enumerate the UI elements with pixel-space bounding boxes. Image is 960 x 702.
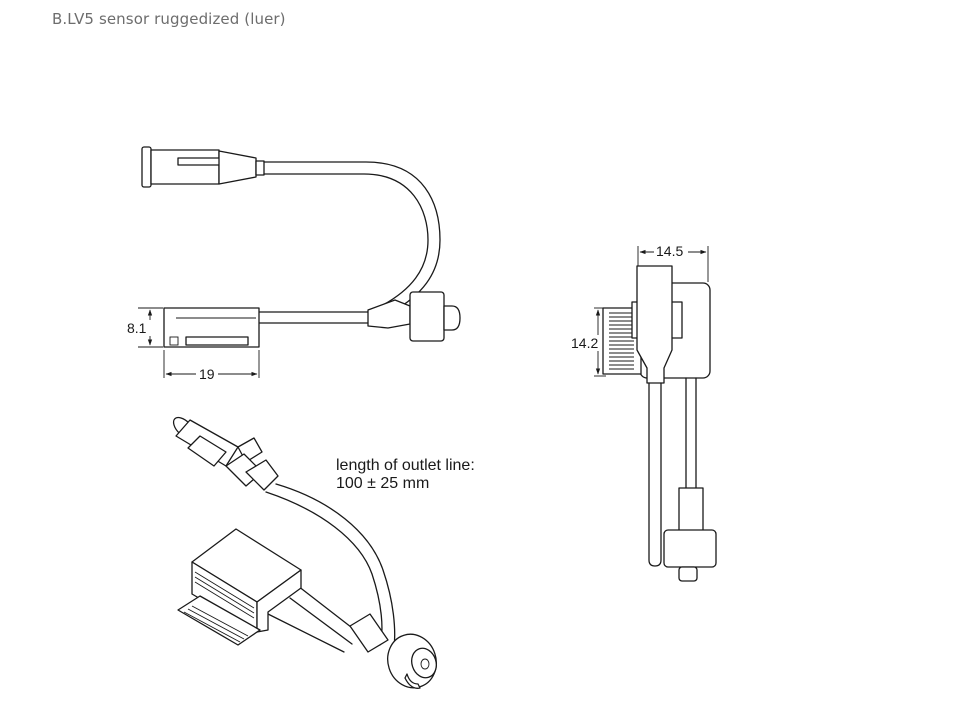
outlet-line-note: length of outlet line: 100 ± 25 mm [336,457,475,492]
dimension-height-end-label: 14.2 [571,335,598,351]
end-view-tubes [648,377,697,567]
iso-ribbed-pad [177,595,261,646]
note-line-1: length of outlet line: [336,457,475,474]
end-view-outlet-fitting [663,487,717,582]
dimension-height-side-label: 8.1 [127,320,147,336]
dimension-width-end: 14.5 [637,243,709,282]
side-view-sensor-body [163,307,260,348]
side-view: 8.1 19 [127,146,461,382]
iso-luer-connector [172,416,279,491]
isometric-view [172,416,437,689]
end-view: 14.5 14.2 [569,243,717,582]
end-view-clip [631,265,683,384]
iso-outlet-line [263,483,396,653]
dimension-height-side: 8.1 [127,307,163,348]
side-view-outlet-fitting [367,291,461,342]
dimension-width-end-label: 14.5 [656,243,683,259]
page-title: B.LV5 sensor ruggedized (luer) [52,10,286,28]
side-view-luer-connector [141,146,265,188]
dimension-width-side: 19 [163,350,260,382]
dimension-width-side-label: 19 [199,366,215,382]
note-line-2: 100 ± 25 mm [336,475,429,492]
dimension-height-end: 14.2 [569,307,606,377]
iso-outlet-fitting [349,613,437,689]
